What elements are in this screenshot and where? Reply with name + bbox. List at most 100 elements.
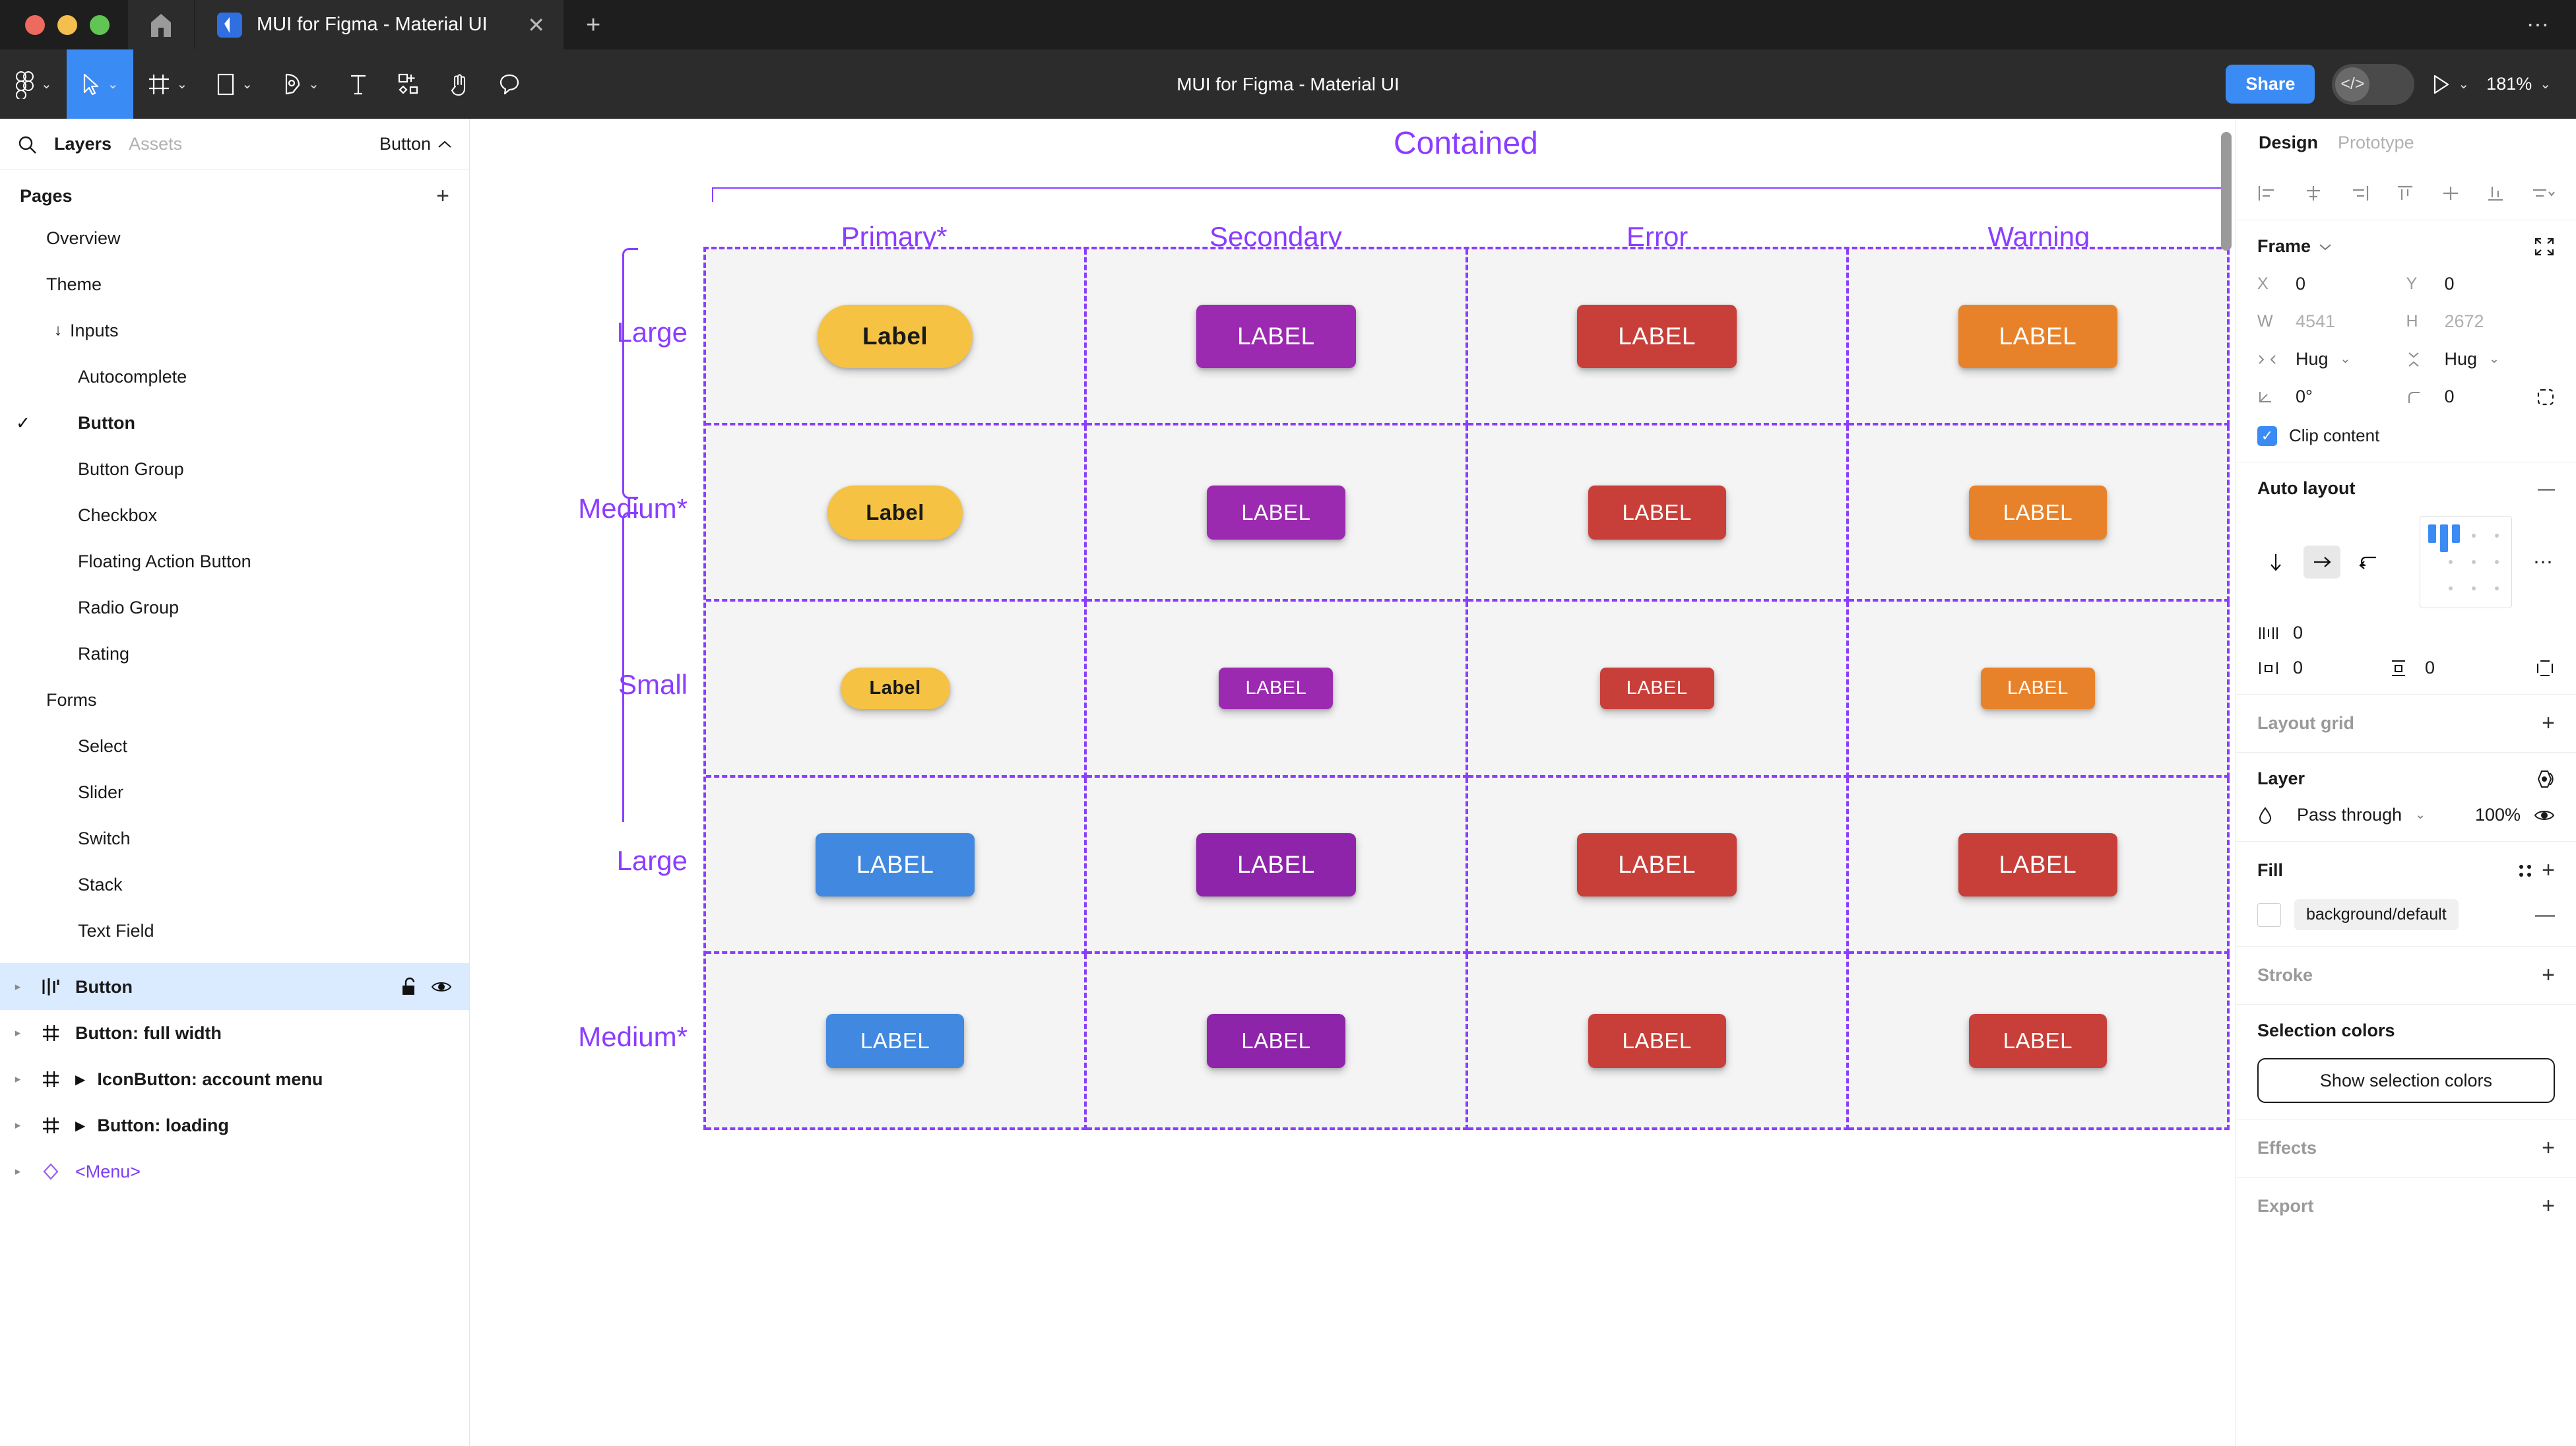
- tab-layers[interactable]: Layers: [54, 134, 112, 154]
- expand-triangle-icon[interactable]: ▶: [75, 1118, 86, 1133]
- variant-button[interactable]: Label: [827, 485, 963, 540]
- vertical-resizing-field[interactable]: Hug ⌄: [2406, 349, 2556, 369]
- fill-styles-icon[interactable]: [2517, 862, 2534, 879]
- variant-button[interactable]: LABEL: [1219, 668, 1334, 709]
- page-item-forms[interactable]: Forms: [0, 677, 469, 723]
- distribute-menu-icon[interactable]: [2531, 185, 2555, 202]
- corner-radius-field[interactable]: 0: [2406, 387, 2556, 407]
- variant-button[interactable]: LABEL: [826, 1013, 965, 1068]
- vertical-padding-field[interactable]: 0: [2389, 658, 2508, 678]
- page-item-button-group[interactable]: Button Group: [0, 446, 469, 492]
- y-field[interactable]: Y 0: [2406, 274, 2556, 294]
- canvas-scrollbar[interactable]: [2221, 132, 2232, 251]
- align-top-icon[interactable]: [2396, 185, 2414, 202]
- height-field[interactable]: H 2672: [2406, 311, 2556, 332]
- visibility-eye-icon[interactable]: [431, 980, 452, 994]
- components-tool-icon[interactable]: [383, 49, 434, 119]
- variant-button[interactable]: LABEL: [1588, 485, 1726, 540]
- width-field[interactable]: W 4541: [2257, 311, 2406, 332]
- fill-style-name[interactable]: background/default: [2294, 899, 2459, 930]
- add-export-button[interactable]: +: [2542, 1193, 2555, 1218]
- figma-menu-icon[interactable]: ⌄: [0, 49, 67, 119]
- present-button[interactable]: ⌄: [2431, 74, 2469, 95]
- variant-button[interactable]: Label: [840, 668, 950, 709]
- rotation-field[interactable]: 0°: [2257, 387, 2406, 407]
- comment-tool-icon[interactable]: [484, 49, 534, 119]
- text-tool-icon[interactable]: [334, 49, 383, 119]
- add-effect-button[interactable]: +: [2542, 1135, 2555, 1160]
- variant-button[interactable]: LABEL: [815, 833, 975, 896]
- layer-row[interactable]: ▸▶IconButton: account menu: [0, 1056, 469, 1102]
- tab-assets[interactable]: Assets: [129, 134, 183, 154]
- browser-tab[interactable]: MUI for Figma - Material UI ✕: [194, 0, 564, 49]
- page-item-inputs[interactable]: ↓Inputs: [0, 307, 469, 354]
- fill-color-swatch[interactable]: [2257, 902, 2281, 927]
- dev-mode-toggle[interactable]: </>: [2332, 63, 2415, 105]
- page-item-button[interactable]: ✓Button: [0, 400, 469, 446]
- variant-button[interactable]: LABEL: [1577, 304, 1737, 368]
- expand-caret-icon[interactable]: ▸: [15, 980, 21, 993]
- page-item-switch[interactable]: Switch: [0, 815, 469, 862]
- add-layout-grid-button[interactable]: +: [2542, 710, 2555, 736]
- move-tool-icon[interactable]: ⌄: [66, 49, 133, 119]
- variant-button[interactable]: LABEL: [1196, 304, 1356, 368]
- maximize-window-button[interactable]: [90, 15, 110, 35]
- variant-button[interactable]: LABEL: [1968, 485, 2107, 540]
- tab-design[interactable]: Design: [2259, 132, 2319, 152]
- expand-caret-icon[interactable]: ▸: [15, 1026, 21, 1039]
- lock-icon[interactable]: [401, 977, 418, 997]
- visibility-eye-icon[interactable]: [2534, 808, 2555, 823]
- page-item-text-field[interactable]: Text Field: [0, 908, 469, 954]
- page-item-overview[interactable]: Overview: [0, 215, 469, 261]
- close-tab-icon[interactable]: ✕: [527, 13, 545, 37]
- align-horizontal-center-icon[interactable]: [2303, 185, 2323, 202]
- chevron-down-icon[interactable]: ⌄: [2458, 77, 2470, 92]
- minimize-window-button[interactable]: [57, 15, 77, 35]
- page-item-floating-action-button[interactable]: Floating Action Button: [0, 538, 469, 584]
- page-item-checkbox[interactable]: Checkbox: [0, 492, 469, 538]
- variant-button[interactable]: LABEL: [1588, 1013, 1726, 1068]
- home-button[interactable]: [128, 0, 194, 49]
- add-fill-button[interactable]: +: [2542, 858, 2555, 883]
- pen-tool-icon[interactable]: ⌄: [267, 49, 334, 119]
- variant-button[interactable]: Label: [818, 304, 973, 368]
- variant-button[interactable]: LABEL: [1599, 668, 1714, 709]
- close-window-button[interactable]: [25, 15, 45, 35]
- direction-wrap-icon[interactable]: [2350, 546, 2387, 579]
- expand-triangle-icon[interactable]: ▶: [75, 1072, 86, 1087]
- add-page-button[interactable]: +: [436, 183, 449, 208]
- expand-caret-icon[interactable]: ▸: [15, 1165, 21, 1178]
- variant-button[interactable]: LABEL: [1207, 1013, 1345, 1068]
- variant-button[interactable]: LABEL: [1980, 668, 2095, 709]
- frame-tool-icon[interactable]: ⌄: [133, 49, 203, 119]
- align-left-icon[interactable]: [2257, 185, 2277, 202]
- page-item-stack[interactable]: Stack: [0, 862, 469, 908]
- align-bottom-icon[interactable]: [2486, 185, 2505, 202]
- x-field[interactable]: X 0: [2257, 274, 2406, 294]
- resize-to-fit-icon[interactable]: [2534, 237, 2555, 257]
- show-selection-colors-button[interactable]: Show selection colors: [2257, 1058, 2555, 1103]
- blend-mode-value[interactable]: Pass through: [2297, 805, 2402, 825]
- layer-settings-icon[interactable]: [2534, 769, 2555, 789]
- page-item-select[interactable]: Select: [0, 723, 469, 769]
- overflow-menu-icon[interactable]: ⋯: [2527, 12, 2551, 38]
- variant-button[interactable]: LABEL: [1958, 833, 2118, 896]
- direction-vertical-icon[interactable]: [2257, 546, 2294, 579]
- variant-button[interactable]: LABEL: [1968, 1013, 2107, 1068]
- page-item-radio-group[interactable]: Radio Group: [0, 584, 469, 631]
- independent-corners-icon[interactable]: [2536, 388, 2555, 406]
- page-item-theme[interactable]: Theme: [0, 261, 469, 307]
- page-selector[interactable]: Button: [379, 134, 452, 154]
- horizontal-resizing-field[interactable]: Hug ⌄: [2257, 349, 2406, 369]
- auto-layout-more-button[interactable]: ⋯: [2533, 551, 2555, 573]
- remove-fill-button[interactable]: —: [2535, 903, 2555, 926]
- page-item-rating[interactable]: Rating: [0, 631, 469, 677]
- variant-button[interactable]: LABEL: [1207, 485, 1345, 540]
- layer-row[interactable]: ▸Button: full width: [0, 1010, 469, 1056]
- hand-tool-icon[interactable]: [434, 49, 484, 119]
- expand-caret-icon[interactable]: ▸: [15, 1073, 21, 1085]
- add-stroke-button[interactable]: +: [2542, 962, 2555, 988]
- layer-row[interactable]: ▸<Menu>: [0, 1148, 469, 1195]
- expand-caret-icon[interactable]: ▸: [15, 1119, 21, 1131]
- layer-row[interactable]: ▸Button: [0, 964, 469, 1010]
